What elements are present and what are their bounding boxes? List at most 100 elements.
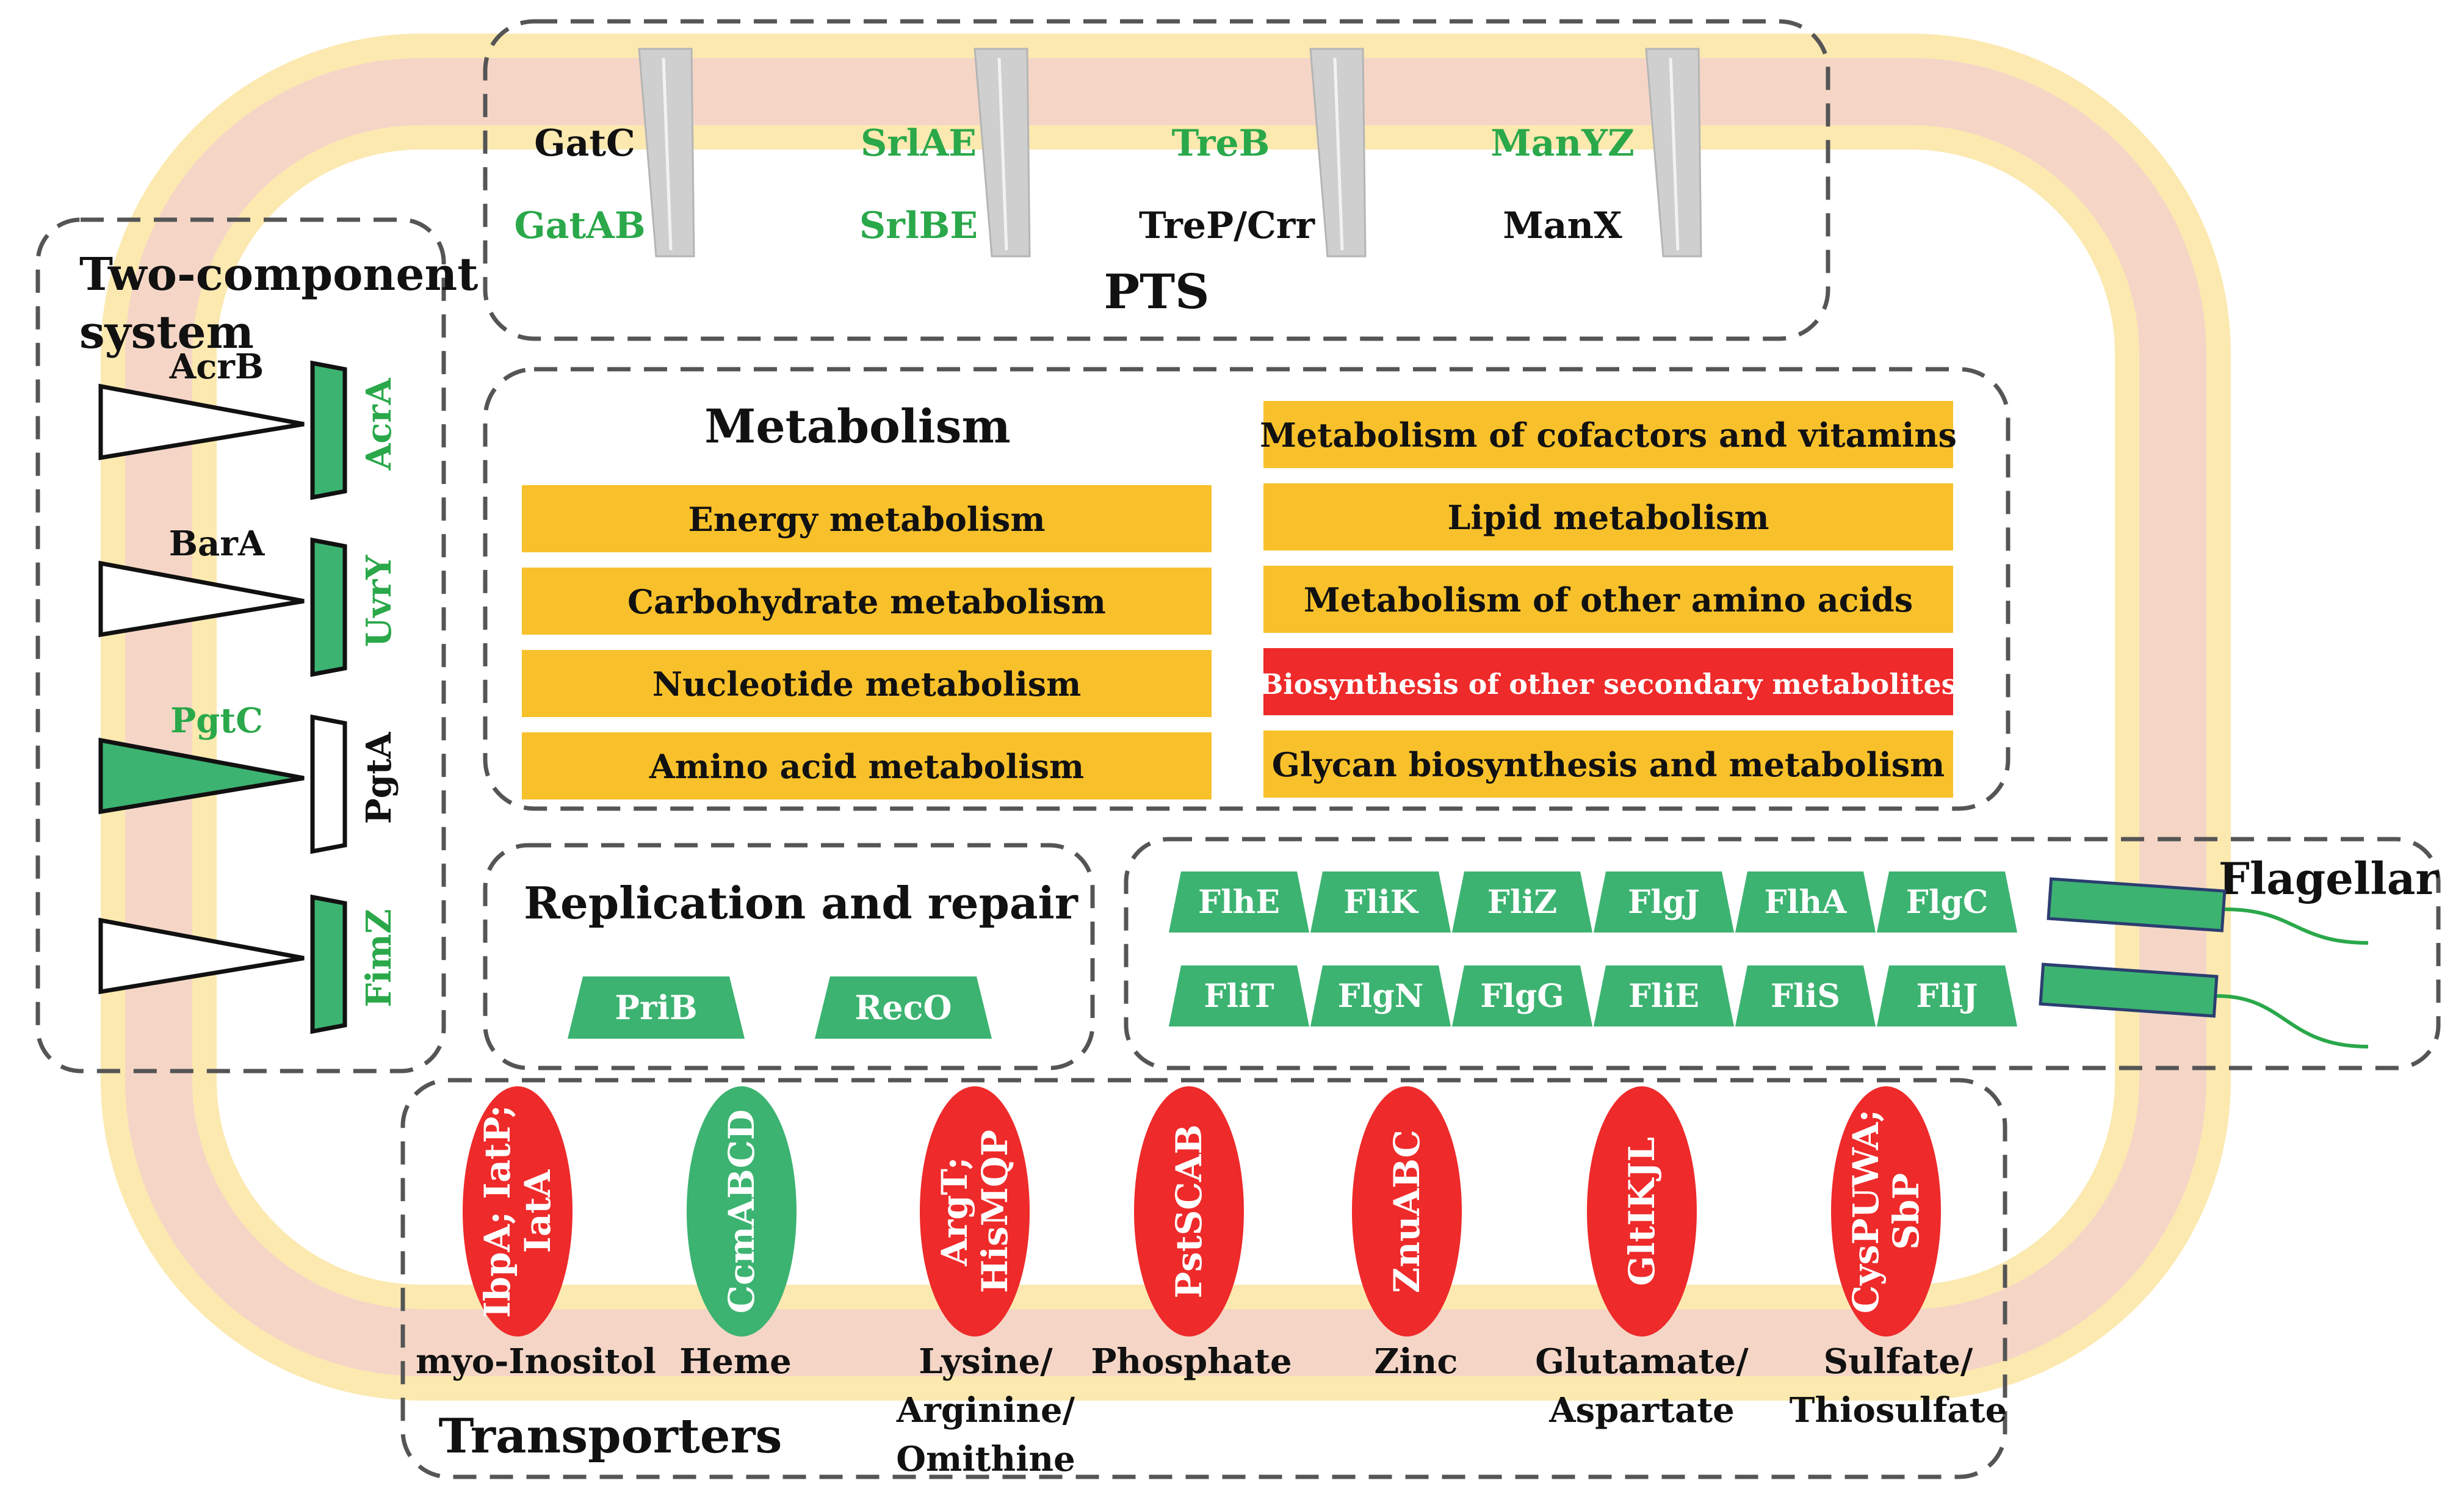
transporters-title: Transporters <box>439 1409 782 1464</box>
metabolism-category-label: Carbohydrate metabolism <box>627 582 1106 621</box>
transporters-panel: IbpA; IatP;IatAmyo-InositolCcmABCDHemeAr… <box>400 1078 2007 1479</box>
pts-protein-label: GatAB <box>514 204 645 247</box>
flagellar-protein-shape <box>1735 871 1876 933</box>
metabolism-category-box <box>1263 401 1953 468</box>
metabolism-category-label: Glycan biosynthesis and metabolism <box>1272 745 1945 784</box>
pts-protein-label: TreB <box>1172 122 1270 165</box>
transporter-ellipse <box>1134 1086 1244 1337</box>
two-component-border <box>35 217 446 1073</box>
pts-border <box>483 19 1830 341</box>
flagellar-protein-label: FliT <box>1204 978 1274 1015</box>
metabolism-category-box <box>522 568 1212 635</box>
pts-protein-label: GatC <box>534 122 635 165</box>
flagellar-protein-shape <box>1594 965 1734 1026</box>
metabolism-category-box <box>522 485 1212 552</box>
response-regulator-label: AcrA <box>359 377 399 471</box>
flagellar-title: Flagellar <box>2219 853 2440 904</box>
flagellar-protein-label: FlgG <box>1480 978 1564 1015</box>
metabolism-category-label: Metabolism of cofactors and vitamins <box>1260 416 1957 455</box>
transporter-ellipse <box>1587 1086 1697 1337</box>
transporter-label: CcmABCD <box>721 1109 762 1313</box>
transporter-substrate-label: Sulfate/ <box>1824 1341 1973 1382</box>
flagellum-motor <box>2047 877 2227 933</box>
flagellum-filament <box>2216 994 2369 1048</box>
two-component-pair: AcrB AcrA <box>98 347 399 500</box>
cell-membrane <box>101 34 2231 1401</box>
transporter-label: IatA <box>517 1169 558 1254</box>
flagellar-protein-shape <box>1877 871 2017 933</box>
pts-title: PTS <box>1104 264 1209 320</box>
flagellum-filament <box>2224 907 2369 945</box>
transporter-substrate-label: Heme <box>679 1341 791 1382</box>
flagellar-protein-label: FlgN <box>1338 978 1424 1015</box>
flagellar-protein-label: FliZ <box>1487 884 1557 921</box>
flagellar-protein-label: FlhA <box>1765 884 1847 921</box>
transporter-substrate-label: Lysine/ <box>919 1341 1053 1382</box>
metabolism-category-box <box>1263 648 1953 715</box>
metabolism-category-box <box>1263 566 1953 633</box>
replication-protein-shape <box>815 976 992 1039</box>
metabolism-category-label: Lipid metabolism <box>1447 498 1769 537</box>
flagellar-protein-label: FliJ <box>1916 978 1978 1015</box>
transporter-label: ArgT; <box>934 1157 975 1267</box>
two-component-title-line1: Two-component <box>79 248 478 301</box>
transporter-label: PstSCAB <box>1168 1124 1210 1298</box>
response-regulator-shape <box>310 714 347 854</box>
flagellar-protein-label: FliS <box>1771 978 1840 1015</box>
transporter-label: IbpA; IatP; <box>477 1105 518 1318</box>
transporter-ellipse <box>463 1086 573 1337</box>
transporter-label: ZnuABC <box>1386 1130 1428 1293</box>
response-regulator-shape <box>310 537 347 677</box>
flagellar-protein-label: FlgJ <box>1628 884 1700 921</box>
flagellar-protein-shape <box>1735 965 1876 1026</box>
transporter-ellipse <box>1352 1086 1462 1337</box>
transporter-ellipse <box>920 1086 1030 1337</box>
transporter-label: SbP <box>1885 1173 1927 1250</box>
transporter-substrate-label: Zinc <box>1375 1341 1458 1382</box>
replication-border <box>483 843 1095 1070</box>
metabolism-category-box <box>522 732 1212 799</box>
sensor-kinase-triangle <box>98 917 305 995</box>
pts-protein-label: ManX <box>1503 204 1622 247</box>
flagellar-protein-shape <box>1310 871 1451 933</box>
pts-channel-highlight <box>997 57 1008 251</box>
flagellum-motor <box>2039 962 2219 1018</box>
metabolism-panel: Metabolism Energy metabolismCarbohydrate… <box>483 367 2011 811</box>
pts-channels <box>638 48 1702 258</box>
transporter-item: ZnuABC Zinc <box>1352 1086 1462 1382</box>
pts-channel-highlight <box>1669 57 1680 251</box>
flagellar-protein-label: FliK <box>1343 884 1418 921</box>
metabolism-category-box <box>522 650 1212 717</box>
response-regulator-label: PgtA <box>359 731 399 824</box>
sensor-kinase-label: BarA <box>169 524 266 564</box>
flagellar-protein-label: FlgC <box>1906 884 1988 921</box>
flagellum-motors <box>2039 877 2369 1048</box>
transporter-substrate-label: Arginine/ <box>896 1390 1075 1430</box>
transporters-border <box>400 1078 2007 1479</box>
sensor-kinase-label: AcrB <box>169 347 264 387</box>
two-component-pair: FimZ <box>98 894 399 1034</box>
transporter-substrate-label: Glutamate/ <box>1535 1341 1749 1382</box>
replication-protein-shape <box>568 976 745 1039</box>
replication-protein-label: RecO <box>854 988 952 1027</box>
metabolism-category-label: Energy metabolism <box>688 500 1046 539</box>
flagellar-protein-shape <box>1169 871 1309 933</box>
sensor-kinase-triangle <box>98 560 305 638</box>
two-component-title-line2: system <box>79 306 254 359</box>
metabolism-border <box>483 367 2011 811</box>
transporter-ellipse <box>687 1086 797 1337</box>
metabolism-category-label: Biosynthesis of other secondary metaboli… <box>1259 668 1957 701</box>
pts-protein-label: ManYZ <box>1490 122 1635 165</box>
flagellar-protein-shape <box>1877 965 2017 1026</box>
